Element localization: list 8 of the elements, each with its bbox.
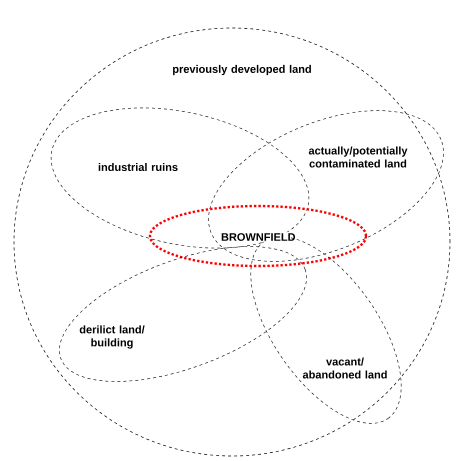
region-label: derilict land/ building <box>80 325 145 349</box>
brownfield-ellipse <box>148 204 368 268</box>
region-label: previously developed land <box>173 64 311 76</box>
region-label: actually/potentially contaminated land <box>308 146 408 168</box>
boundary-circle <box>14 28 450 456</box>
region-label: vacant/ abandoned land <box>302 357 387 379</box>
region-label: industrial ruins <box>98 162 178 172</box>
region-label: BROWNFIELD <box>220 232 296 242</box>
